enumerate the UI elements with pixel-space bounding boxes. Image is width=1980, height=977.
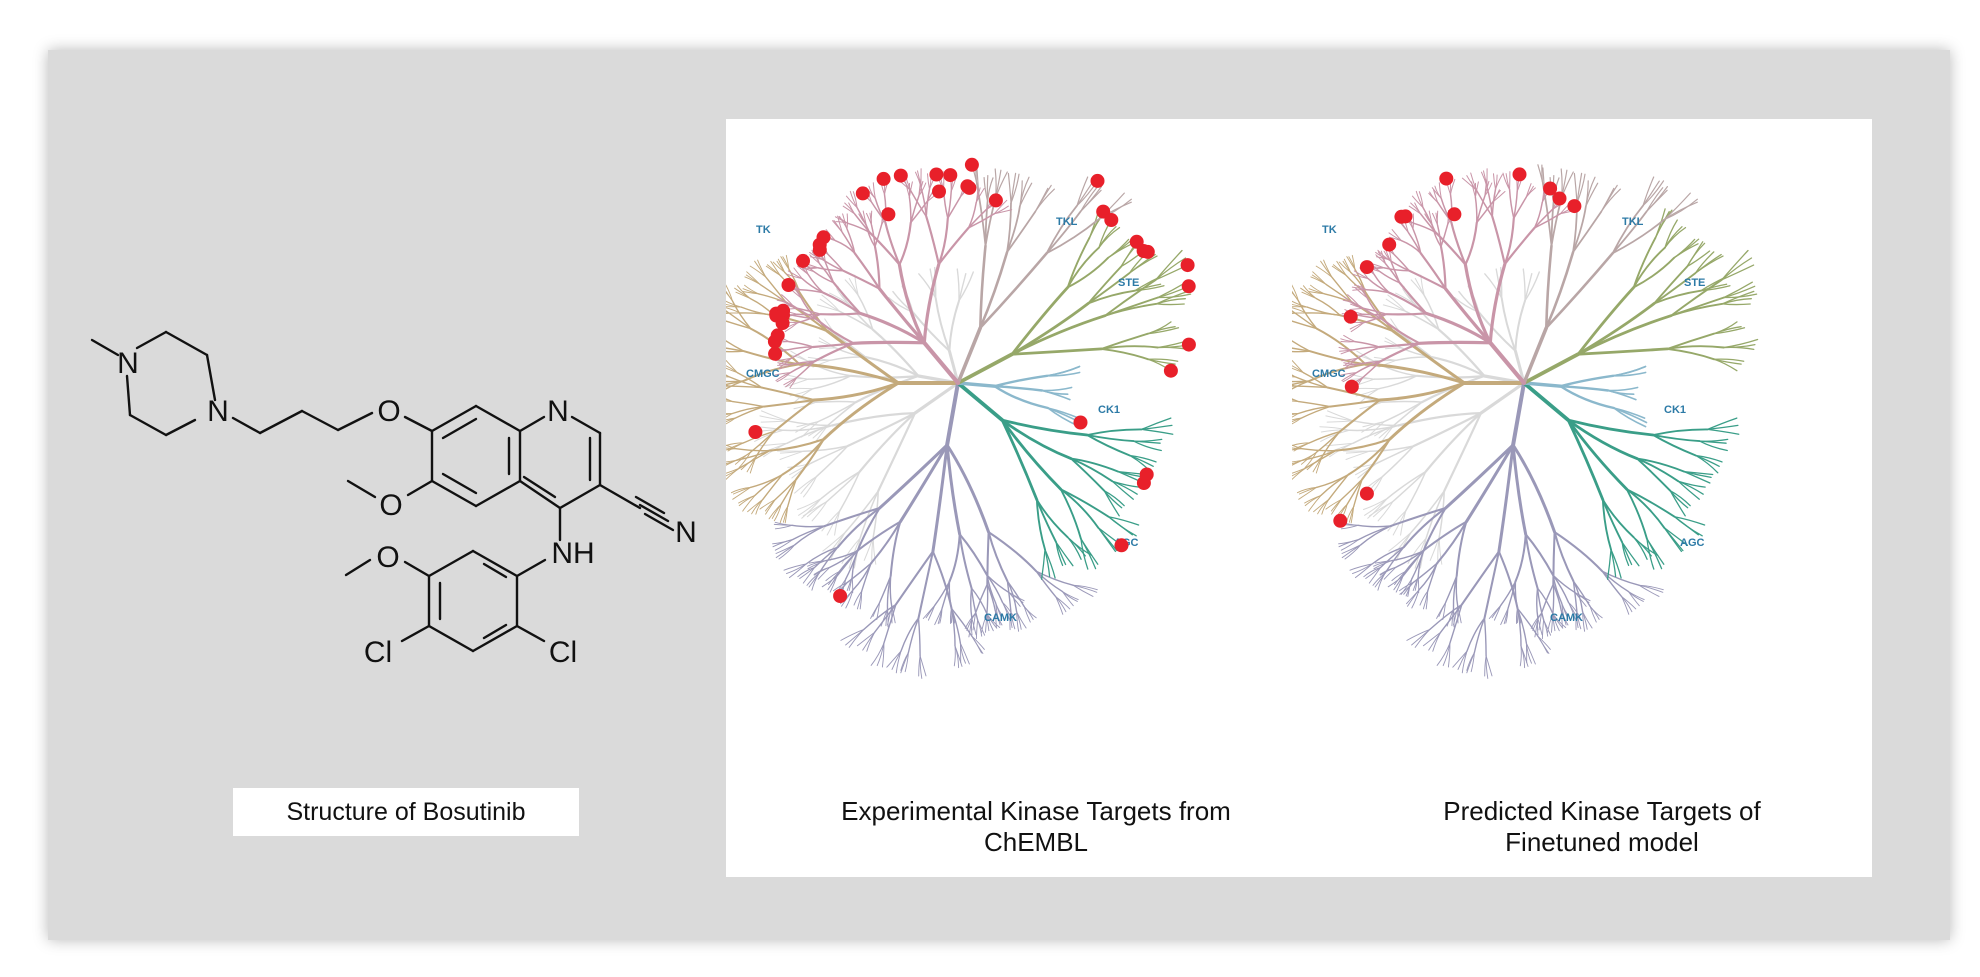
atom-nh: NH <box>551 537 594 570</box>
pred-branch-other3 <box>1453 266 1540 385</box>
pred-target-dot-tk <box>1567 199 1582 214</box>
pred-branch-ste <box>1522 208 1759 385</box>
exp-branch-other3 <box>887 266 974 385</box>
exp-label-cmgc: CMGC <box>746 368 780 380</box>
atom-n-piperazine-bottom: N <box>207 395 229 428</box>
exp-target-dot-tk <box>881 207 896 222</box>
bosutinib-structure: N N O N O NH N O Cl Cl <box>90 330 697 669</box>
exp-target-dot-other <box>748 425 763 439</box>
pred-target-dot-tk <box>1447 207 1462 222</box>
pred-branch-cmgc <box>1292 254 1526 524</box>
pred-branch-agc <box>1522 381 1740 580</box>
exp-label-tk: TK <box>756 224 771 236</box>
exp-target-dot-ste <box>1104 213 1119 227</box>
structure-caption: Structure of Bosutinib <box>233 788 579 836</box>
exp-target-dot-ste <box>1181 337 1196 352</box>
exp-branch-camk <box>772 381 1098 679</box>
pred-label-ck1: CK1 <box>1664 404 1686 416</box>
pred-branch-other <box>1348 274 1526 442</box>
exp-target-dot-ste <box>1180 258 1195 273</box>
exp-target-dot-tkl <box>964 157 979 172</box>
pred-label-tkl: TKL <box>1622 216 1644 228</box>
pred-target-dot-tk <box>1512 167 1527 182</box>
pred-target-dot-tk <box>1439 171 1454 186</box>
pred-target-dot-tk <box>1552 191 1567 206</box>
pred-branch-camk <box>1338 381 1664 679</box>
exp-target-dot-tk <box>812 242 827 257</box>
exp-branch-ste <box>956 208 1193 385</box>
pred-label-agc: AGC <box>1680 537 1705 549</box>
pred-label-cmgc: CMGC <box>1312 368 1346 380</box>
pred-target-dot-other <box>1359 486 1374 501</box>
exp-target-dot-tk <box>929 167 944 182</box>
exp-label-ck1: CK1 <box>1098 404 1120 416</box>
exp-target-dot-tk <box>767 334 782 349</box>
exp-branch-other <box>782 274 960 442</box>
atom-cl-left: Cl <box>364 636 392 669</box>
pred-target-dot-tk <box>1344 379 1359 394</box>
pred-target-dot-tk <box>1359 260 1374 275</box>
exp-target-dot-tk <box>988 193 1003 208</box>
exp-target-dot-tk <box>962 180 977 195</box>
exp-label-tkl: TKL <box>1056 216 1078 228</box>
atom-n-piperazine-top: N <box>117 347 139 380</box>
exp-target-dot-tk <box>768 346 783 361</box>
experimental-caption: Experimental Kinase Targets from ChEMBL <box>766 796 1306 858</box>
exp-target-dot-tkl <box>1090 173 1105 188</box>
atom-o-ether: O <box>377 395 400 428</box>
exp-target-dot-camk <box>833 589 848 603</box>
pred-target-dot-tk <box>1543 181 1558 196</box>
atom-n-nitrile: N <box>675 516 697 549</box>
exp-branch-cmgc <box>726 254 960 524</box>
pred-target-dot-tk <box>1394 209 1409 224</box>
pred-label-tk: TK <box>1322 224 1337 236</box>
exp-target-dot-tk <box>876 171 891 186</box>
exp-target-dot-tk <box>775 316 790 331</box>
exp-target-dot-ste <box>1136 244 1151 258</box>
predicted-caption-line1: Predicted Kinase Targets of <box>1443 796 1761 826</box>
experimental-caption-line2: ChEMBL <box>983 827 1089 857</box>
pred-target-dot-tk <box>1382 237 1397 252</box>
atom-cl-right: Cl <box>549 636 577 669</box>
pred-target-dot-tk <box>1343 309 1358 324</box>
exp-target-dot-tk <box>943 168 958 183</box>
exp-label-camk: CAMK <box>984 612 1017 624</box>
atom-o-aryl: O <box>376 541 399 574</box>
exp-branch-tk <box>772 168 1013 389</box>
pred-branch-tkl <box>1522 164 1698 385</box>
atom-o-methoxy: O <box>379 489 402 522</box>
exp-target-dot-ck1 <box>1073 415 1088 430</box>
exp-target-dot-tk <box>796 253 810 268</box>
pred-branch-tk <box>1338 168 1579 389</box>
pred-label-camk: CAMK <box>1550 612 1583 624</box>
exp-branch-agc <box>956 381 1174 580</box>
exp-target-dot-ste <box>1181 279 1196 294</box>
exp-target-dot-agc <box>1114 538 1129 553</box>
exp-branch-tkl <box>956 164 1132 385</box>
predicted-caption: Predicted Kinase Targets of Finetuned mo… <box>1332 796 1872 858</box>
exp-target-dot-agc <box>1139 467 1154 482</box>
exp-branch-ck1 <box>956 365 1082 428</box>
pred-target-dot-cmgc <box>1333 513 1348 528</box>
exp-target-dot-tk <box>893 168 908 183</box>
exp-target-dot-tk <box>781 278 796 292</box>
atom-n-quinoline: N <box>547 395 569 428</box>
predicted-caption-line2: Finetuned model <box>1505 827 1699 857</box>
pred-label-ste: STE <box>1684 277 1705 289</box>
exp-target-dot-tk <box>855 186 870 201</box>
pred-branch-ck1 <box>1522 365 1648 428</box>
exp-target-dot-tk <box>816 230 831 245</box>
exp-label-ste: STE <box>1118 277 1139 289</box>
exp-target-dot-ste <box>1163 363 1178 378</box>
pred-branch-other2 <box>1319 381 1526 569</box>
experimental-caption-line1: Experimental Kinase Targets from <box>841 796 1231 826</box>
exp-target-dot-tk <box>932 184 946 199</box>
